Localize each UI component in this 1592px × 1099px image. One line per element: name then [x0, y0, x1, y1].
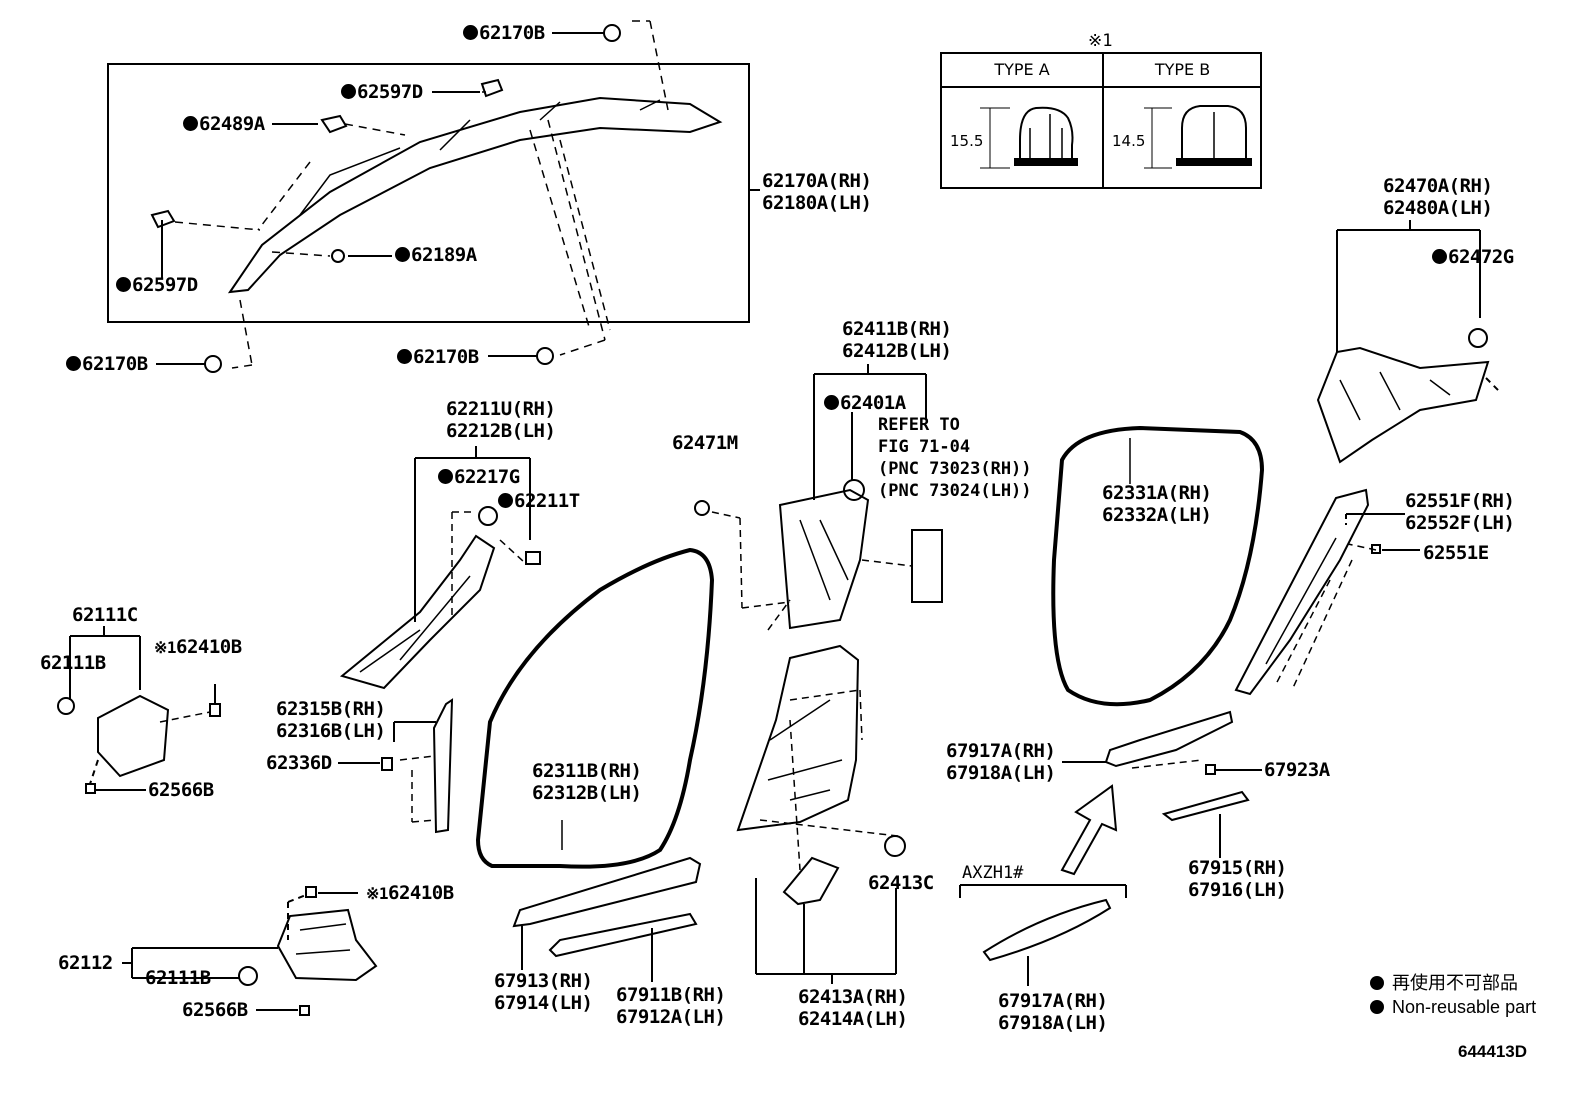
part-label-62170B-top[interactable]: 62170B	[463, 22, 545, 44]
model-code-axzh1: AXZH1#	[962, 863, 1024, 883]
part-label-62170B-mid[interactable]: 62170B	[397, 346, 479, 368]
part-label-67917A-bottom[interactable]: 67917A(RH)	[998, 990, 1108, 1012]
part-label-62331A[interactable]: 62331A(RH)	[1102, 482, 1212, 504]
part-label-62170A[interactable]: 62170A(RH)	[762, 170, 872, 192]
part-label-62413C[interactable]: 62413C	[868, 872, 934, 894]
part-label-62332A[interactable]: 62332A(LH)	[1102, 504, 1212, 526]
part-label-67918A-bottom[interactable]: 67918A(LH)	[998, 1012, 1108, 1034]
part-label-62551E[interactable]: 62551E	[1423, 542, 1489, 564]
part-label-67911B[interactable]: 67911B(RH)	[616, 984, 726, 1006]
part-label-62311B[interactable]: 62311B(RH)	[532, 760, 642, 782]
part-label-62566B-bottom[interactable]: 62566B	[182, 999, 248, 1021]
clip-type-table: TYPE A TYPE B 15.5 14.5	[940, 52, 1262, 189]
pnc-reference-rh: (PNC 73023(RH))	[878, 459, 1032, 479]
part-label-62111C[interactable]: 62111C	[72, 604, 138, 626]
part-label-62111B-top[interactable]: 62111B	[40, 652, 106, 674]
part-label-62401A[interactable]: 62401A	[824, 392, 906, 414]
curtain-airbag	[227, 96, 723, 294]
figure-reference[interactable]: FIG 71-04	[878, 437, 971, 457]
part-label-62551F[interactable]: 62551F(RH)	[1405, 490, 1515, 512]
part-label-62217G[interactable]: 62217G	[438, 466, 520, 488]
type-b-dimension: 14.5	[1112, 132, 1146, 150]
part-label-62597D-top[interactable]: 62597D	[341, 81, 423, 103]
part-label-67915[interactable]: 67915(RH)	[1188, 857, 1287, 879]
table-marker: ※1	[1088, 31, 1113, 51]
part-label-62480A[interactable]: 62480A(LH)	[1383, 197, 1493, 219]
part-label-62112[interactable]: 62112	[58, 952, 113, 974]
part-label-62189A[interactable]: 62189A	[395, 244, 477, 266]
part-label-62566B-top[interactable]: 62566B	[148, 779, 214, 801]
part-label-62411B[interactable]: 62411B(RH)	[842, 318, 952, 340]
part-label-62597D-left[interactable]: 62597D	[116, 274, 198, 296]
part-label-62312B[interactable]: 62312B(LH)	[532, 782, 642, 804]
part-label-62410B-bottom[interactable]: ※162410B	[366, 882, 454, 904]
pnc-reference-lh: (PNC 73024(LH))	[878, 481, 1032, 501]
part-label-62336D[interactable]: 62336D	[266, 752, 332, 774]
part-label-62489A[interactable]: 62489A	[183, 113, 265, 135]
part-label-62212B[interactable]: 62212B(LH)	[446, 420, 556, 442]
part-label-62470A[interactable]: 62470A(RH)	[1383, 175, 1493, 197]
type-a-dimension: 15.5	[950, 132, 984, 150]
part-label-62413A[interactable]: 62413A(RH)	[798, 986, 908, 1008]
part-label-67912A[interactable]: 67912A(LH)	[616, 1006, 726, 1028]
part-label-62471M[interactable]: 62471M	[672, 432, 738, 454]
part-label-62180A[interactable]: 62180A(LH)	[762, 192, 872, 214]
part-label-67914[interactable]: 67914(LH)	[494, 992, 593, 1014]
part-label-67923A[interactable]: 67923A	[1264, 759, 1330, 781]
part-label-62472G[interactable]: 62472G	[1432, 246, 1514, 268]
type-b-header: TYPE B	[1103, 54, 1262, 88]
legend-non-reusable: Non-reusable part	[1370, 994, 1536, 1020]
part-label-62111B-bottom[interactable]: 62111B	[145, 967, 211, 989]
part-label-62315B[interactable]: 62315B(RH)	[276, 698, 386, 720]
part-label-62552F[interactable]: 62552F(LH)	[1405, 512, 1515, 534]
part-label-62170B-left[interactable]: 62170B	[66, 353, 148, 375]
part-label-62211U[interactable]: 62211U(RH)	[446, 398, 556, 420]
part-label-62410B-top[interactable]: ※162410B	[154, 636, 242, 658]
airbag-group-box	[107, 63, 750, 323]
type-a-header: TYPE A	[942, 54, 1104, 88]
part-label-62414A[interactable]: 62414A(LH)	[798, 1008, 908, 1030]
part-label-67913[interactable]: 67913(RH)	[494, 970, 593, 992]
refer-to-note: REFER TO	[878, 415, 960, 435]
part-label-67917A-top[interactable]: 67917A(RH)	[946, 740, 1056, 762]
legend-japanese: 再使用不可部品	[1370, 970, 1518, 996]
part-label-67916[interactable]: 67916(LH)	[1188, 879, 1287, 901]
part-label-67918A-top[interactable]: 67918A(LH)	[946, 762, 1056, 784]
part-label-62211T[interactable]: 62211T	[498, 490, 580, 512]
part-label-62316B[interactable]: 62316B(LH)	[276, 720, 386, 742]
part-label-62412B[interactable]: 62412B(LH)	[842, 340, 952, 362]
figure-code: 644413D	[1458, 1042, 1528, 1061]
